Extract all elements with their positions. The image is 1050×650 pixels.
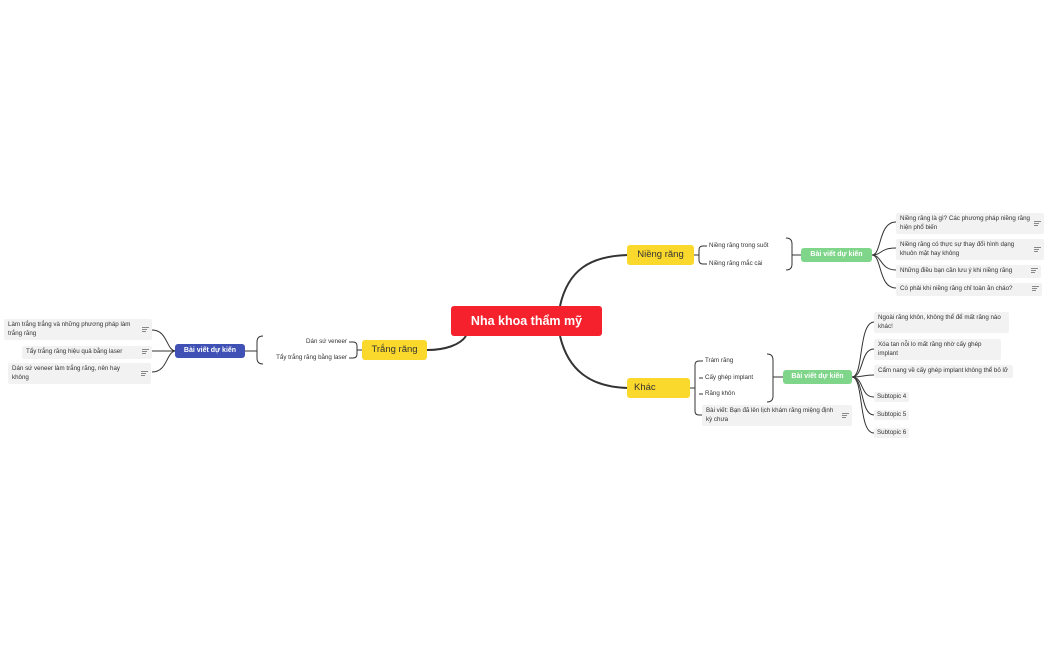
subtopic-nieng-trong-suot[interactable]: Niềng răng trong suốt (709, 242, 769, 249)
article-text: Những điều bạn cần lưu ý khi niềng răng (900, 267, 1013, 274)
article-nieng-4[interactable]: Có phải khi niềng răng chỉ toàn ăn cháo? (896, 283, 1042, 296)
notes-icon (141, 370, 148, 377)
article-text: Có phải khi niềng răng chỉ toàn ăn cháo? (900, 285, 1013, 292)
article-trang-1[interactable]: Làm trắng trắng và những phương pháp làm… (4, 319, 152, 340)
article-nieng-1[interactable]: Niềng răng là gì? Các phương pháp niềng … (896, 213, 1044, 234)
article-text: Niềng răng có thực sự thay đổi hình dạng… (900, 241, 1015, 257)
notes-icon (842, 412, 849, 419)
article-khac-2[interactable]: Xóa tan nỗi lo mất răng nhờ cấy ghép imp… (874, 339, 1001, 360)
article-text: Dán sứ veneer làm trắng răng, nên hay kh… (12, 365, 121, 381)
link-root-khac (559, 335, 629, 389)
article-nieng-2[interactable]: Niềng răng có thực sự thay đổi hình dạng… (896, 239, 1044, 260)
subtopic-tay-trang-laser[interactable]: Tẩy trắng răng bằng laser (276, 354, 347, 361)
subtopic-5[interactable]: Subtopic 5 (874, 410, 910, 420)
topic-trang-rang[interactable]: Trắng răng (362, 340, 427, 360)
notes-icon (1032, 286, 1039, 292)
tag-bai-viet-nieng[interactable]: Bài viết dự kiến (801, 248, 872, 262)
subtopic-tram-rang[interactable]: Trám răng (705, 357, 734, 364)
article-khac-3[interactable]: Cẩm nang về cấy ghép implant không thể b… (874, 365, 1013, 378)
article-text: Cẩm nang về cấy ghép implant không thể b… (878, 367, 1008, 374)
link-root-nieng (559, 254, 629, 307)
notes-icon (1034, 246, 1041, 253)
article-trang-2[interactable]: Tẩy trắng răng hiệu quả bằng laser (22, 346, 152, 359)
subtopic-4[interactable]: Subtopic 4 (874, 392, 910, 402)
subtopic-nieng-mac-cai[interactable]: Niềng răng mắc cài (709, 260, 763, 267)
article-trang-3[interactable]: Dán sứ veneer làm trắng răng, nên hay kh… (8, 363, 151, 384)
root-topic[interactable]: Nha khoa thẩm mỹ (451, 306, 602, 336)
topic-nieng-rang[interactable]: Niềng răng (627, 245, 694, 265)
article-text: Niềng răng là gì? Các phương pháp niềng … (900, 215, 1030, 231)
link-root-trang (426, 335, 467, 351)
subtopic-dan-su-veneer[interactable]: Dán sứ veneer (306, 338, 347, 345)
tag-bai-viet-khac[interactable]: Bài viết dự kiến (783, 370, 852, 384)
notes-icon (1031, 268, 1038, 274)
notes-icon (142, 349, 149, 355)
tag-bai-viet-trang[interactable]: Bài viết dự kiến (175, 344, 245, 358)
subtopic-6[interactable]: Subtopic 6 (874, 428, 910, 438)
article-text: Làm trắng trắng và những phương pháp làm… (8, 321, 131, 337)
article-nieng-3[interactable]: Những điều bạn cần lưu ý khi niềng răng (896, 265, 1041, 278)
note-kham-rang[interactable]: Bài viết: Bạn đã lên lịch khám răng miện… (702, 405, 852, 426)
notes-icon (1034, 220, 1041, 227)
article-text: Tẩy trắng răng hiệu quả bằng laser (26, 348, 123, 355)
article-text: Ngoài răng khôn, không thể để mất răng n… (878, 314, 1001, 330)
article-text: Xóa tan nỗi lo mất răng nhờ cấy ghép imp… (878, 341, 982, 357)
subtopic-rang-khon[interactable]: Răng khôn (705, 390, 735, 397)
topic-khac[interactable]: Khác (627, 378, 690, 398)
article-text: Bài viết: Bạn đã lên lịch khám răng miện… (706, 407, 834, 423)
subtopic-cay-ghep-implant[interactable]: Cấy ghép implant (705, 374, 754, 381)
article-khac-1[interactable]: Ngoài răng khôn, không thể để mất răng n… (874, 312, 1009, 333)
notes-icon (142, 326, 149, 333)
